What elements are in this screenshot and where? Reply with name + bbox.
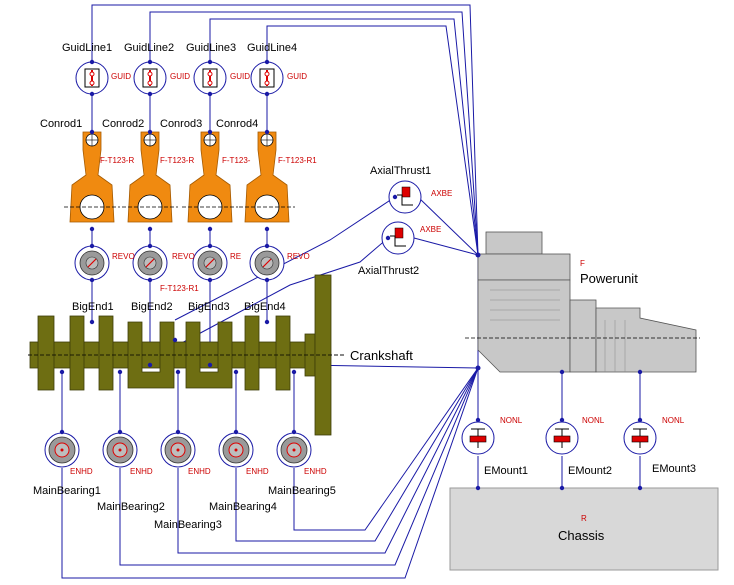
emount-label-2: EMount2 [568, 465, 612, 477]
bigend-label-1: BigEnd1 [72, 301, 114, 313]
emount-tag-2: NONL [582, 416, 605, 425]
guidline-tag-4: GUID [287, 72, 307, 81]
connection-dots [59, 59, 643, 491]
emount-label-3: EMount3 [652, 463, 696, 475]
chassis-tag: R [581, 514, 587, 523]
mainbearing-label-2: MainBearing2 [97, 501, 165, 513]
mainbearing-tag-5: ENHD [304, 467, 327, 476]
revolute-joint-1 [74, 245, 110, 281]
chassis-label: Chassis [558, 528, 605, 543]
emount-joint-1 [461, 421, 495, 455]
mainbearing-label-4: MainBearing4 [209, 501, 277, 513]
guidline-joint-1 [75, 61, 109, 95]
conrod-label-1: Conrod1 [40, 118, 82, 130]
crank-tag: F-T123-R1 [160, 284, 199, 293]
bigend-label-4: BigEnd4 [244, 301, 286, 313]
revolute-joint-3 [192, 245, 228, 281]
mainbearing-joint-5 [276, 432, 312, 468]
guidline-joint-3 [193, 61, 227, 95]
conrod-tag-3: F-T123- [222, 156, 251, 165]
conrod-tag-1: F-T123-R [100, 156, 134, 165]
powerunit-tag: F [580, 259, 585, 268]
emount-tag-1: NONL [500, 416, 523, 425]
emount-tag-3: NONL [662, 416, 685, 425]
axialthrust-joint-2 [381, 221, 415, 255]
axialthrust-tag-2: AXBE [420, 225, 441, 234]
powerunit-label: Powerunit [580, 271, 638, 286]
conrod-3 [182, 131, 238, 223]
conrod-group: Conrod1 Conrod2 Conrod3 Conrod4 F-T123-R… [40, 118, 317, 223]
revolute-group: REVO REVO RE REVO F-T123-R1 BigEnd1 BigE… [72, 245, 310, 313]
mainbearing-joint-1 [44, 432, 80, 468]
mainbearing-tag-4: ENHD [246, 467, 269, 476]
revolute-tag-4: REVO [287, 252, 310, 261]
emount-joint-2 [545, 421, 579, 455]
conrod-4 [239, 131, 295, 223]
mainbearing-tag-2: ENHD [130, 467, 153, 476]
powerunit-block: F Powerunit [465, 231, 700, 373]
mainbearing-joint-2 [102, 432, 138, 468]
conrod-label-3: Conrod3 [160, 118, 202, 130]
crankshaft-part: Crankshaft [28, 274, 413, 436]
chassis-block: R Chassis [449, 487, 719, 571]
guidline-tag-3: GUID [230, 72, 250, 81]
guidline-joint-2 [133, 61, 167, 95]
conrod-2 [122, 131, 178, 223]
guidline-joint-4 [250, 61, 284, 95]
conrod-1 [64, 131, 120, 223]
conrod-tag-2: F-T123-R [160, 156, 194, 165]
conrod-label-2: Conrod2 [102, 118, 144, 130]
revolute-joint-2 [132, 245, 168, 281]
bigend-label-2: BigEnd2 [131, 301, 173, 313]
axialthrust-tag-1: AXBE [431, 189, 452, 198]
mainbearing-group: ENHD ENHD ENHD ENHD ENHD MainBearing1 Ma… [33, 432, 336, 531]
mainbearing-joint-4 [218, 432, 254, 468]
guidline-tag-2: GUID [170, 72, 190, 81]
conrod-label-4: Conrod4 [216, 118, 258, 130]
mainbearing-label-3: MainBearing3 [154, 519, 222, 531]
bigend-label-3: BigEnd3 [188, 301, 230, 313]
guidline-tag-1: GUID [111, 72, 131, 81]
guidline-group: GuidLine1 GuidLine2 GuidLine3 GuidLine4 … [62, 42, 307, 95]
revolute-joint-4 [249, 245, 285, 281]
crankshaft-label: Crankshaft [350, 348, 413, 363]
guidline-label-3: GuidLine3 [186, 42, 236, 54]
emount-joint-3 [623, 421, 657, 455]
axialthrust-label-2: AxialThrust2 [358, 265, 419, 277]
axialthrust-joint-1 [388, 180, 422, 214]
mainbearing-label-5: MainBearing5 [268, 485, 336, 497]
mainbearing-tag-3: ENHD [188, 467, 211, 476]
mainbearing-joint-3 [160, 432, 196, 468]
revolute-tag-1: REVO [112, 252, 135, 261]
guidline-label-2: GuidLine2 [124, 42, 174, 54]
guidline-label-4: GuidLine4 [247, 42, 297, 54]
mainbearing-tag-1: ENHD [70, 467, 93, 476]
revolute-tag-3: RE [230, 252, 241, 261]
axialthrust-group: AxialThrust1 AXBE AXBE AxialThrust2 [358, 165, 452, 277]
conrod-tag-4: F-T123-R1 [278, 156, 317, 165]
emount-label-1: EMount1 [484, 465, 528, 477]
emount-group: NONL NONL NONL EMount1 EMount2 EMount3 [461, 416, 696, 477]
guidline-label-1: GuidLine1 [62, 42, 112, 54]
mainbearing-label-1: MainBearing1 [33, 485, 101, 497]
axialthrust-label-1: AxialThrust1 [370, 165, 431, 177]
revolute-tag-2: REVO [172, 252, 195, 261]
